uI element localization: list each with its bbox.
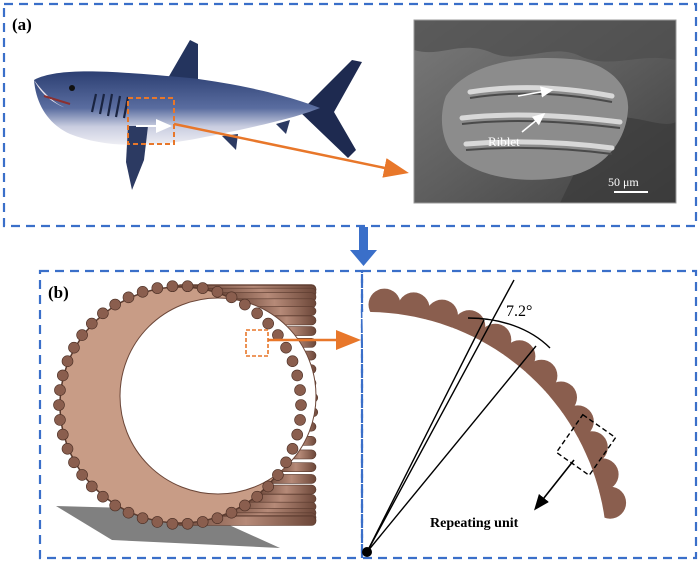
panel-b-right-border — [360, 269, 698, 560]
shark-illustration — [34, 40, 362, 190]
rim-bump — [286, 355, 299, 367]
rim-bump — [262, 317, 275, 330]
rim-bump — [294, 414, 306, 426]
rim-bump — [54, 414, 66, 426]
rim-bump — [181, 517, 194, 530]
panel-a-border — [2, 2, 698, 228]
rim-bump — [61, 355, 74, 367]
rim-bump — [97, 490, 109, 503]
rim-bump — [291, 369, 303, 382]
rim-bump — [181, 280, 194, 293]
rim-bump — [166, 280, 179, 293]
rim-bump — [211, 512, 224, 524]
shark-zoom-box — [127, 97, 175, 145]
rim-bump — [122, 291, 135, 304]
rim-bump — [225, 506, 238, 519]
rim-bump — [151, 282, 164, 294]
rim-bump — [54, 384, 66, 396]
repeating-unit-box — [555, 413, 617, 477]
rim-bump — [295, 399, 307, 411]
rim-bump — [68, 456, 80, 469]
rim-bump — [225, 291, 238, 304]
rim-bump — [196, 516, 209, 528]
rim-bump — [53, 399, 65, 411]
rim-bump — [151, 516, 164, 528]
rim-bump — [76, 469, 88, 481]
rim-bump — [97, 307, 109, 320]
rim-bump — [239, 298, 251, 311]
rim-bump — [211, 286, 224, 298]
rim-bump — [109, 499, 121, 512]
riblet-annotation: Riblet — [488, 134, 520, 149]
rim-bump — [109, 298, 121, 311]
rim-bump — [291, 428, 303, 441]
center-point — [362, 547, 372, 557]
rim-bump — [251, 307, 263, 320]
rim-bump — [280, 341, 292, 354]
panel-a-label: (a) — [12, 15, 32, 34]
rim-bump — [196, 282, 209, 294]
rim-bump — [239, 499, 251, 512]
rim-bump — [57, 428, 69, 441]
panel-b-label: (b) — [48, 283, 69, 302]
scale-bar-label: 50 μm — [608, 175, 639, 189]
rim-bump — [122, 506, 135, 519]
rim-bump — [294, 384, 306, 396]
zoom-arrow-a — [173, 122, 409, 178]
repeating-unit-arrow — [534, 459, 575, 511]
cross-section — [362, 279, 627, 557]
rim-bump — [85, 480, 98, 493]
rim-bump — [85, 317, 98, 330]
rim-bump — [272, 469, 284, 481]
panel-connector-arrow — [350, 227, 377, 266]
rim-bump — [61, 443, 74, 455]
rim-bump — [280, 456, 292, 469]
rim-bump — [76, 329, 88, 341]
rim-bump — [262, 480, 275, 493]
angle-label: 7.2° — [506, 303, 532, 320]
rim-bump — [286, 443, 299, 455]
sem-micrograph — [414, 20, 676, 203]
riblet-cylinder — [53, 280, 319, 548]
rim-bump — [251, 490, 263, 503]
repeating-unit-label: Repeating unit — [430, 516, 519, 531]
rim-bump — [166, 517, 179, 530]
rim-bump — [68, 341, 80, 354]
rim-bump — [57, 369, 69, 382]
rim-bump — [136, 512, 149, 524]
rim-bump — [136, 286, 149, 298]
